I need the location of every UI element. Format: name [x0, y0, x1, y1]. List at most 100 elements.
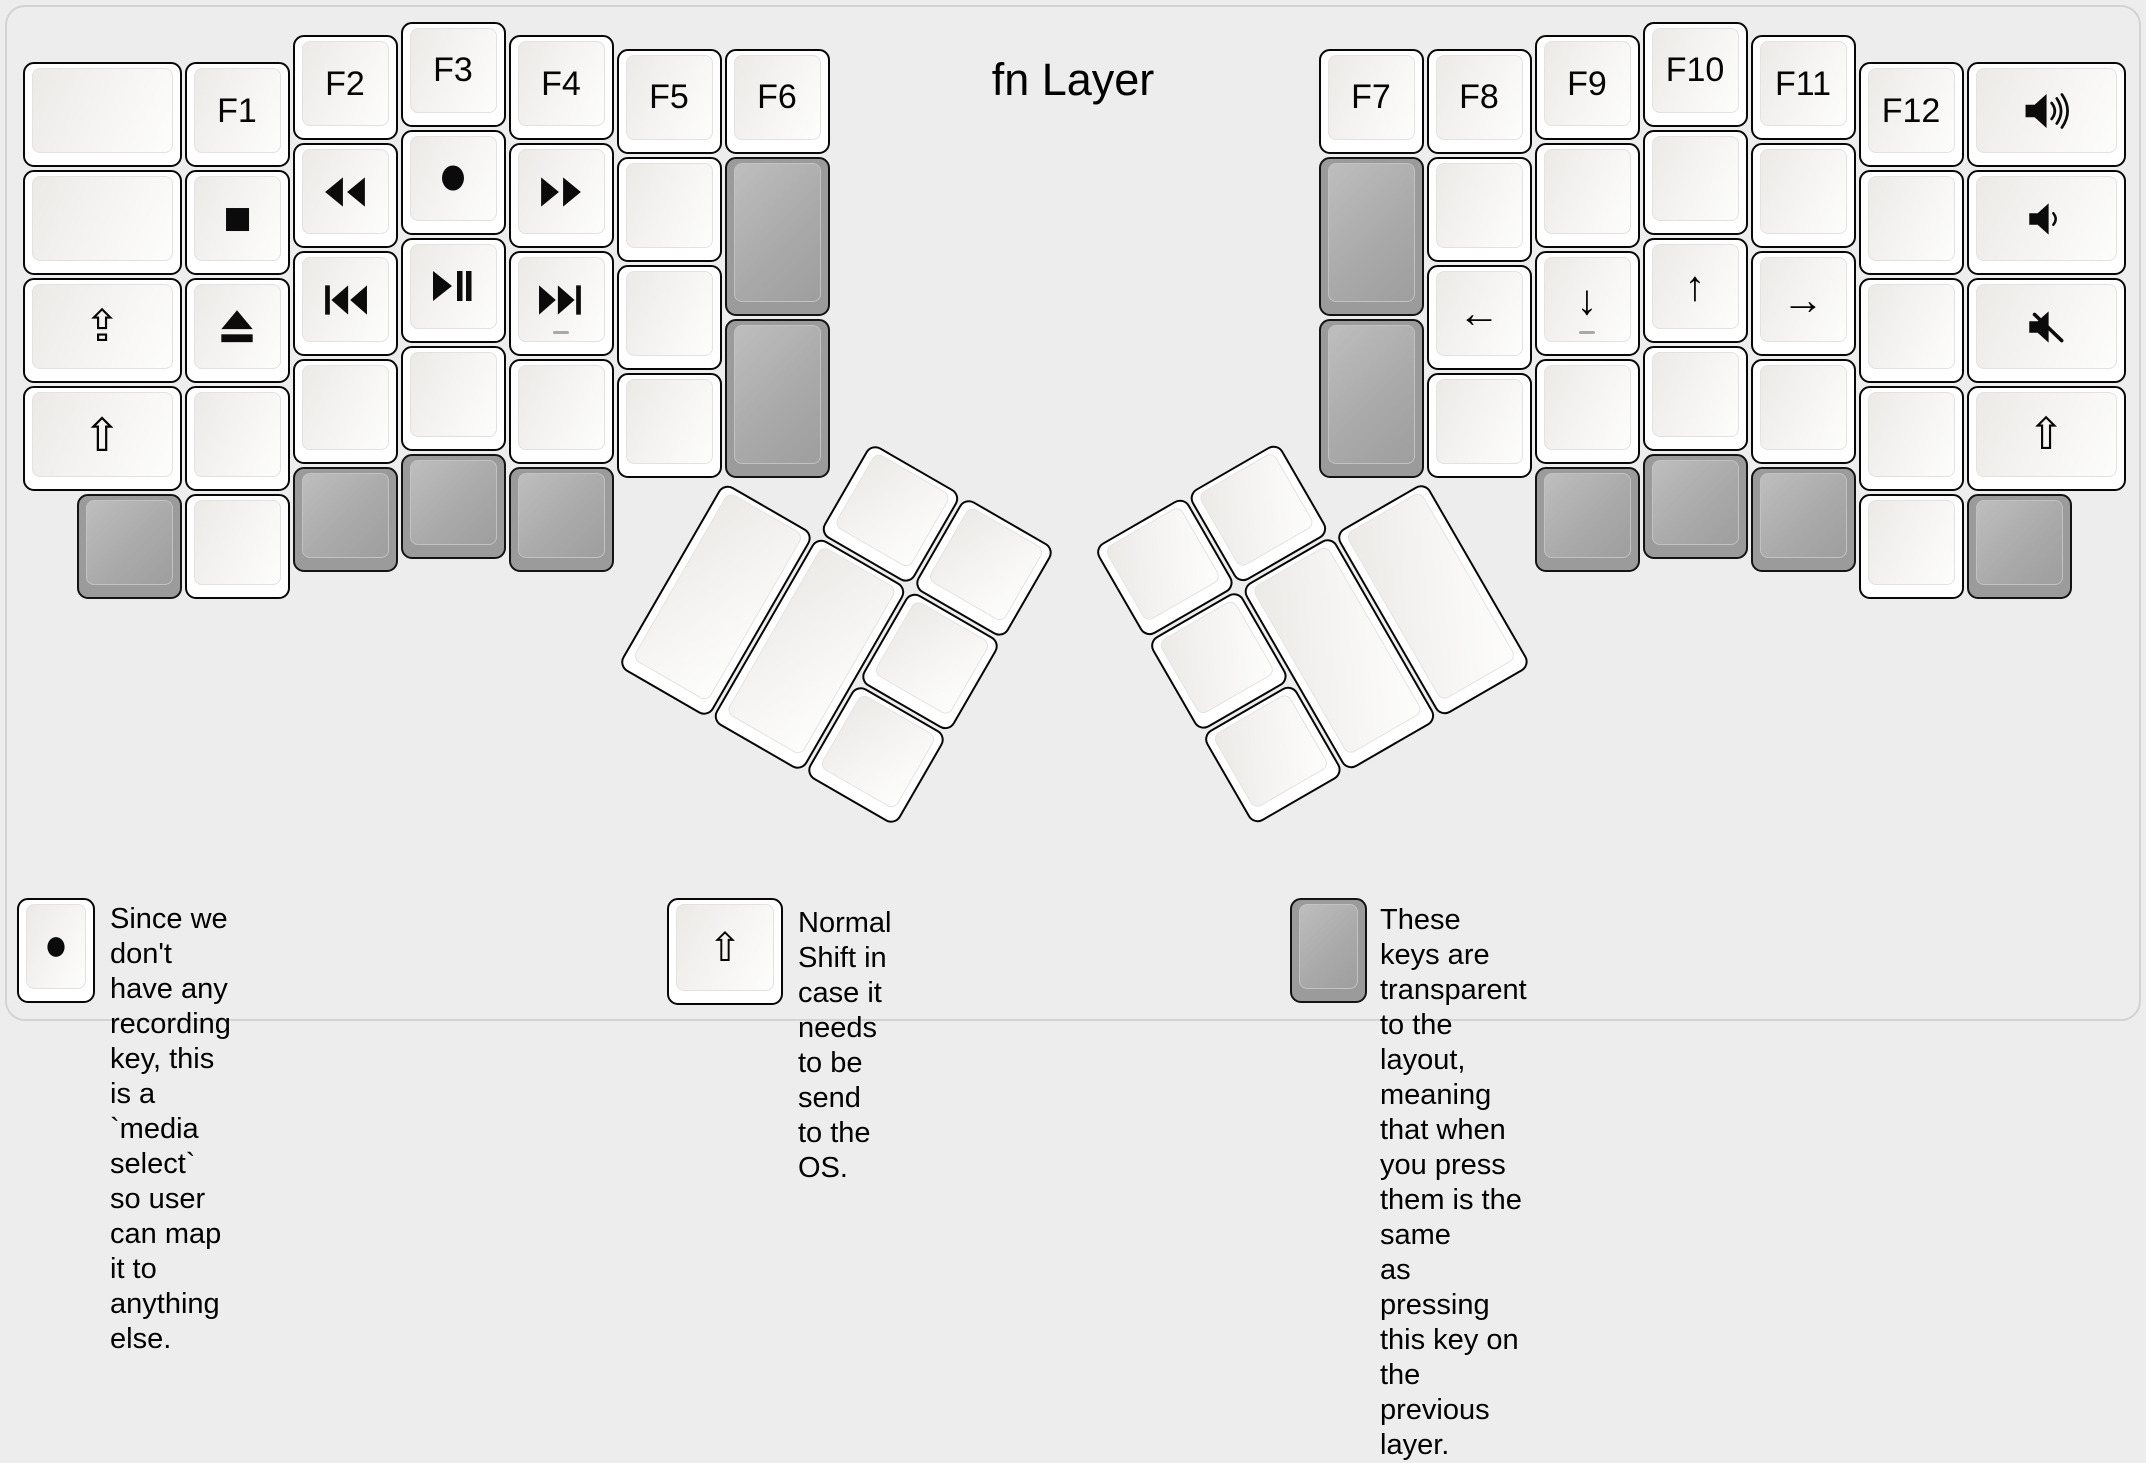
key-label: F11: [1774, 64, 1832, 103]
key-blank: [1858, 170, 1964, 275]
keytop: [1759, 473, 1847, 558]
key-blank: [1534, 143, 1640, 248]
keytop: ⇪: [31, 284, 173, 369]
keyboard-board: ⇪ ⇧ F1 F2 F3 F4 F5 F6 F7 F8 ← F9 ↓ F10 ↑ F11 → F12 ⇧: [22, 21, 2126, 827]
fast-forward-icon: [538, 169, 584, 215]
volume-down-icon: [2023, 196, 2069, 242]
play-pause-icon: [431, 264, 475, 308]
keytop: F3: [409, 27, 497, 113]
key-f11: F11: [1750, 35, 1856, 140]
keytop: [301, 149, 389, 234]
keytop: ⇧: [1975, 392, 2117, 477]
keytop: [733, 324, 821, 464]
key-label: F12: [1881, 91, 1941, 130]
key-transparent: [76, 494, 182, 599]
record-icon: [430, 155, 476, 201]
key-label: F9: [1567, 64, 1607, 103]
keytop: [31, 68, 173, 153]
key-blank: [1642, 129, 1748, 235]
legend-key-1: ⇧: [667, 898, 783, 1005]
key-f7: F7: [1318, 48, 1424, 154]
keytop: F1: [193, 68, 281, 153]
key-blank: [1426, 156, 1532, 262]
keytop: [1867, 284, 1955, 369]
key-arrow-right: →: [1750, 251, 1856, 356]
key-arrow-left-glyph: ←: [1458, 289, 1500, 336]
keytop: [193, 392, 281, 477]
key-arrow-down-glyph: ↓: [1576, 275, 1598, 323]
keytop: [409, 243, 497, 329]
key-blank: [1534, 359, 1640, 464]
key-transparent: [292, 467, 398, 572]
keytop: ↓: [1543, 257, 1631, 342]
layer-title: fn Layer: [991, 54, 1155, 105]
key-f4: F4: [508, 35, 614, 140]
keytop: ↑: [1651, 243, 1739, 329]
key-blank: [1858, 386, 1964, 491]
stop-icon: [214, 196, 260, 242]
key-f2: F2: [292, 35, 398, 140]
key-label: F8: [1459, 78, 1499, 116]
key-stop: [184, 170, 290, 275]
legend-text-media-select: Since we don't have any recording key, t…: [110, 903, 231, 1355]
key-label: F4: [541, 64, 581, 103]
keytop: F11: [1759, 41, 1847, 126]
key-caps-lock: ⇪: [22, 278, 182, 383]
key-transparent: [400, 453, 506, 559]
keytop: [1543, 149, 1631, 234]
key-blank: [1858, 494, 1964, 599]
legend-key-1-glyph: ⇧: [708, 925, 742, 970]
key-label: F10: [1665, 51, 1725, 89]
keytop: [517, 149, 605, 234]
keytop: [193, 176, 281, 261]
keytop: [1651, 135, 1739, 221]
keytop: [517, 473, 605, 558]
keytop: [85, 500, 173, 585]
key-blank: [22, 170, 182, 275]
key-arrow-up-glyph: ↑: [1684, 262, 1706, 309]
keytop: [1435, 162, 1523, 248]
key-shift-glyph: ⇧: [82, 408, 122, 461]
keytop: [517, 257, 605, 342]
key-transparent: [724, 318, 830, 478]
keytop: F10: [1651, 27, 1739, 113]
key-fast-forward: [508, 143, 614, 248]
key-blank: [400, 345, 506, 451]
key-shift: ⇧: [1966, 386, 2126, 491]
key-blank: [1858, 278, 1964, 383]
rewind-icon: [322, 169, 368, 215]
key-label: F2: [325, 64, 365, 103]
keytop: [1543, 473, 1631, 558]
key-volume-up: [1966, 62, 2126, 167]
keytop: F5: [625, 54, 713, 140]
key-skip-forward: [508, 251, 614, 356]
keytop: [1867, 176, 1955, 261]
keytop: [301, 473, 389, 558]
keytop: [625, 378, 713, 464]
key-label: F3: [433, 51, 473, 89]
keytop: F6: [733, 54, 821, 140]
legend-key-0: [17, 898, 95, 1003]
key-label: F7: [1351, 78, 1391, 116]
mute-icon: [2023, 304, 2069, 350]
keytop: F8: [1435, 54, 1523, 140]
key-record: [400, 129, 506, 235]
key-arrow-left: ←: [1426, 264, 1532, 370]
key-blank: [616, 264, 722, 370]
keytop: [1759, 365, 1847, 450]
front-legend-dash: [1579, 331, 1595, 334]
keytop: →: [1759, 257, 1847, 342]
record-icon: [38, 929, 74, 965]
key-f6: F6: [724, 48, 830, 154]
key-transparent: [1534, 467, 1640, 572]
keytop: [1867, 392, 1955, 477]
key-f1: F1: [184, 62, 290, 167]
keytop: [31, 176, 173, 261]
key-blank: [292, 359, 398, 464]
keytop: [1651, 351, 1739, 437]
keytop: F4: [517, 41, 605, 126]
legend-key-2: [1290, 898, 1367, 1003]
key-caps-lock-glyph: ⇪: [83, 301, 121, 351]
keytop: [625, 270, 713, 356]
key-label: F6: [757, 78, 797, 116]
